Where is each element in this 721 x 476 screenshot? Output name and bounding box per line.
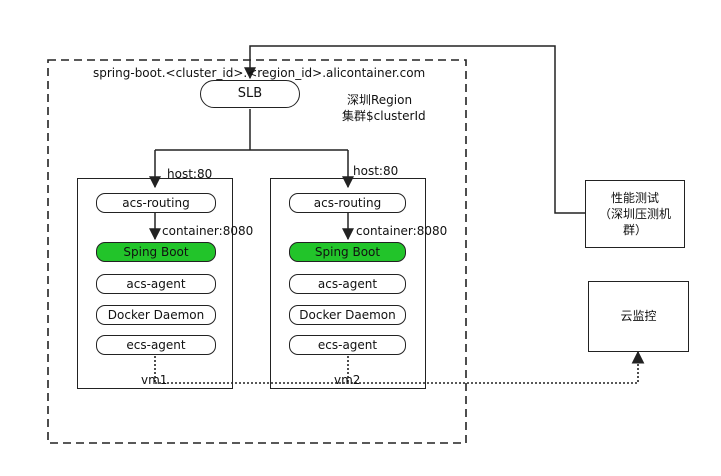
cloud-monitor-label: 云监控	[620, 309, 657, 323]
vm1-container-port: container:8080	[162, 224, 254, 238]
vm1-acs-agent[interactable]: acs-agent	[96, 274, 216, 294]
perf-test-box[interactable]: 性能测试 （深圳压测机 群）	[585, 180, 685, 248]
region-label: 深圳Region	[347, 93, 413, 107]
vm2-spring-boot[interactable]: Sping Boot	[289, 242, 406, 262]
vm2-host-port: host:80	[353, 164, 399, 178]
vm1-docker-daemon[interactable]: Docker Daemon	[96, 305, 216, 325]
vm2-ecs-agent[interactable]: ecs-agent	[289, 335, 406, 355]
vm2-acs-agent[interactable]: acs-agent	[289, 274, 406, 294]
cluster-boundary	[47, 59, 467, 444]
vm1-spring-boot[interactable]: Sping Boot	[96, 242, 216, 262]
perf-test-line1: 性能测试	[610, 191, 659, 205]
vm1-ecs-agent[interactable]: ecs-agent	[96, 335, 216, 355]
vm2-acs-routing[interactable]: acs-routing	[289, 193, 406, 213]
vm1-acs-routing[interactable]: acs-routing	[96, 193, 216, 213]
perf-test-line3: 群）	[622, 223, 647, 237]
vm2-docker-daemon[interactable]: Docker Daemon	[289, 305, 406, 325]
vm2-label: vm2	[334, 373, 361, 387]
perf-to-slb-arrow	[244, 45, 585, 214]
monitor-dotted-arrow	[155, 350, 645, 384]
cluster-domain-label: spring-boot.<cluster_id>.<region_id>.ali…	[93, 66, 426, 80]
vm2-box	[270, 178, 426, 389]
perf-test-line2: （深圳压测机	[598, 207, 671, 221]
vm1-host-port: host:80	[167, 167, 213, 181]
cluster-id-label: 集群$clusterId	[342, 109, 426, 123]
vm1-box	[77, 178, 233, 389]
vm2-container-port: container:8080	[356, 224, 448, 238]
cloud-monitor-box[interactable]: 云监控	[588, 281, 689, 352]
slb-node[interactable]: SLB	[200, 80, 300, 108]
vm1-label: vm1	[141, 373, 168, 387]
